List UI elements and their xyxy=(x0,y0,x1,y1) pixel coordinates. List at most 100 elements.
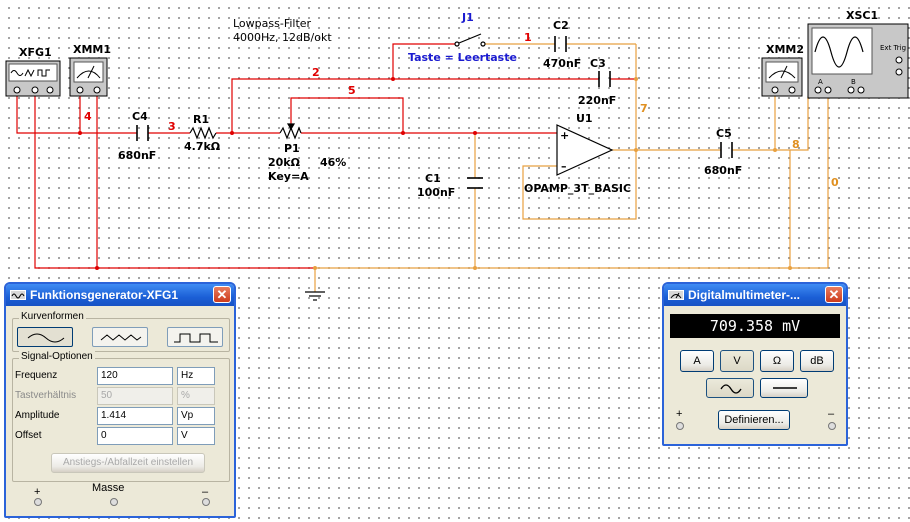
net-label-4: 4 xyxy=(84,110,92,123)
multimeter-xmm1-icon[interactable]: XMM1 xyxy=(69,43,111,97)
c5-ref: C5 xyxy=(716,127,732,140)
amplitude-label: Amplitude xyxy=(15,410,60,421)
waveforms-group-title: Kurvenformen xyxy=(19,311,86,322)
sine-wave-button[interactable] xyxy=(17,327,73,347)
circuit-title-line2: 4000Hz, 12dB/okt xyxy=(233,31,332,44)
net-label-5: 5 xyxy=(348,84,356,97)
multimeter-titlebar[interactable]: Digitalmultimeter-... ✕ xyxy=(664,284,846,306)
amplitude-unit-select[interactable]: Vp xyxy=(177,407,215,425)
u1-ref: U1 xyxy=(576,112,593,125)
close-button[interactable]: ✕ xyxy=(213,286,231,303)
close-icon: ✕ xyxy=(216,287,228,302)
function-generator-window: Funktionsgenerator-XFG1 ✕ Kurvenformen S… xyxy=(4,282,236,518)
capacitor-c2[interactable] xyxy=(554,36,567,52)
c5-value: 680nF xyxy=(704,164,742,177)
generator-plus-label: + xyxy=(34,486,41,498)
ac-mode-button[interactable] xyxy=(706,378,754,398)
c3-value: 220nF xyxy=(578,94,616,107)
capacitor-c3[interactable] xyxy=(598,71,611,87)
switch-label: Taste = Leertaste xyxy=(408,51,517,64)
multimeter-plus-label: + xyxy=(676,408,683,420)
function-generator-titlebar[interactable]: Funktionsgenerator-XFG1 ✕ xyxy=(6,284,234,306)
generator-app-icon xyxy=(10,290,26,300)
xsc1-label: XSC1 xyxy=(846,9,878,22)
net-label-8: 8 xyxy=(792,138,800,151)
frequency-unit-select[interactable]: Hz xyxy=(177,367,215,385)
duty-cycle-unit-select: % xyxy=(177,387,215,405)
orange-wires xyxy=(314,43,829,292)
xsc1-ext-trig-label: Ext Trig xyxy=(880,44,906,52)
generator-ground-terminal[interactable] xyxy=(110,498,118,506)
generator-ground-label: Masse xyxy=(92,482,125,494)
net-label-3: 3 xyxy=(168,120,176,133)
triangle-wave-icon xyxy=(100,334,142,341)
net-label-2: 2 xyxy=(312,66,320,79)
u1-minus: – xyxy=(561,160,567,173)
multimeter-title: Digitalmultimeter-... xyxy=(688,288,801,302)
frequency-input[interactable]: 120 xyxy=(97,367,173,385)
offset-input[interactable]: 0 xyxy=(97,427,173,445)
p1-ref: P1 xyxy=(284,142,300,155)
signal-options-group: Signal-Optionen Frequenz 120 Hz Tastverh… xyxy=(12,351,230,482)
red-wires xyxy=(16,43,636,269)
p1-setting: 46% xyxy=(320,156,346,169)
switch-ref: J1 xyxy=(461,11,474,24)
net-label-0: 0 xyxy=(831,176,839,189)
multimeter-minus-label: – xyxy=(828,408,835,420)
amplitude-input[interactable]: 1.414 xyxy=(97,407,173,425)
define-settings-button[interactable]: Definieren... xyxy=(718,410,790,430)
capacitor-c5[interactable] xyxy=(720,142,733,158)
generator-minus-label: – xyxy=(202,486,209,498)
c4-value: 680nF xyxy=(118,149,156,162)
duty-cycle-input: 50 xyxy=(97,387,173,405)
net-label-7: 7 xyxy=(640,102,648,115)
square-wave-button[interactable] xyxy=(167,327,223,347)
triangle-wave-button[interactable] xyxy=(92,327,148,347)
waveforms-group: Kurvenformen xyxy=(12,311,230,352)
offset-unit-select[interactable]: V xyxy=(177,427,215,445)
c4-ref: C4 xyxy=(132,110,148,123)
capacitor-c4[interactable] xyxy=(136,125,149,141)
multimeter-plus-terminal[interactable] xyxy=(676,422,684,430)
c2-value: 470nF xyxy=(543,57,581,70)
close-icon: ✕ xyxy=(828,287,840,302)
dc-mode-button[interactable] xyxy=(760,378,808,398)
net-label-1: 1 xyxy=(524,31,532,44)
xmm2-label: XMM2 xyxy=(766,43,804,56)
square-wave-icon xyxy=(174,333,218,343)
multimeter-minus-terminal[interactable] xyxy=(828,422,836,430)
potentiometer-p1[interactable] xyxy=(279,123,302,140)
xsc1-channel-a-label: A xyxy=(818,78,823,86)
function-generator-xfg1-icon[interactable]: XFG1 xyxy=(5,46,61,97)
c3-ref: C3 xyxy=(590,57,606,70)
capacitor-c1[interactable] xyxy=(467,177,483,189)
sine-wave-icon xyxy=(27,333,65,343)
mode-ohm-button[interactable]: Ω xyxy=(760,350,794,372)
u1-plus: + xyxy=(560,129,569,142)
multimeter-reading-display: 709.358 mV xyxy=(670,314,840,338)
function-generator-title: Funktionsgenerator-XFG1 xyxy=(30,288,179,302)
close-button[interactable]: ✕ xyxy=(825,286,843,303)
resistor-r1[interactable] xyxy=(189,126,217,140)
c2-ref: C2 xyxy=(553,19,569,32)
u1-model: OPAMP_3T_BASIC xyxy=(524,182,631,195)
multimeter-window: Digitalmultimeter-... ✕ 709.358 mV A V Ω… xyxy=(662,282,848,446)
mode-db-button[interactable]: dB xyxy=(800,350,834,372)
signal-options-group-title: Signal-Optionen xyxy=(19,351,95,362)
generator-plus-terminal[interactable] xyxy=(34,498,42,506)
frequency-label: Frequenz xyxy=(15,370,58,381)
generator-minus-terminal[interactable] xyxy=(202,498,210,506)
mode-ampere-button[interactable]: A xyxy=(680,350,714,372)
xsc1-channel-b-label: B xyxy=(851,78,856,86)
oscilloscope-xsc1-icon[interactable]: XSC1 Ext Trig A B xyxy=(807,9,909,99)
mode-volt-button[interactable]: V xyxy=(720,350,754,372)
multimeter-xmm2-icon[interactable]: XMM2 xyxy=(761,43,804,97)
opamp-u1[interactable] xyxy=(556,124,614,176)
multimeter-app-icon xyxy=(668,290,684,300)
duty-cycle-label: Tastverhältnis xyxy=(15,390,77,401)
c1-ref: C1 xyxy=(425,172,441,185)
switch-j1[interactable] xyxy=(454,33,486,47)
r1-ref: R1 xyxy=(193,113,209,126)
p1-key: Key=A xyxy=(268,170,309,183)
junctions xyxy=(78,77,792,270)
